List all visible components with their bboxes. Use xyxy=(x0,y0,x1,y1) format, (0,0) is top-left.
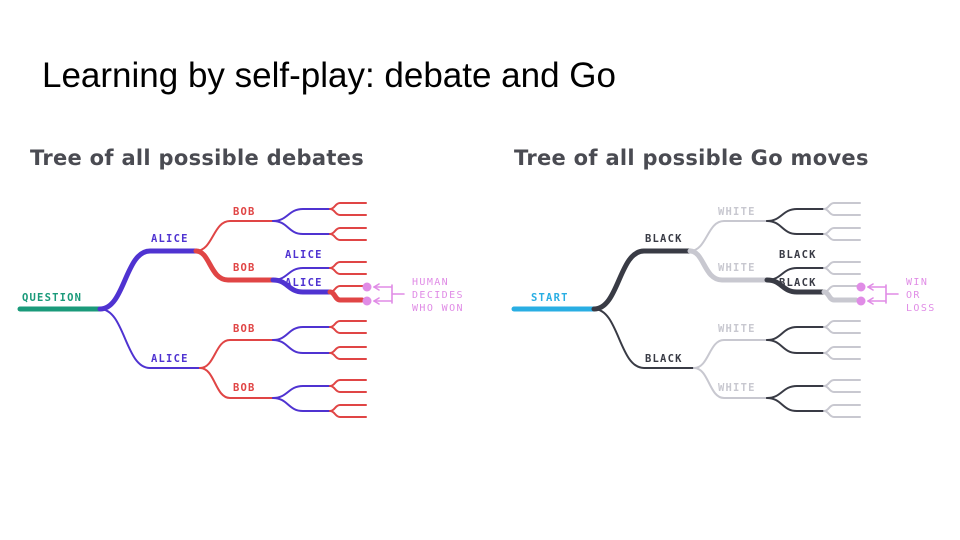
result-dot-1 xyxy=(856,282,866,292)
debate-alice-label-1: ALICE xyxy=(151,233,189,245)
judge-arrows xyxy=(373,284,405,304)
debate-panel-title: Tree of all possible debates xyxy=(30,146,365,170)
go-panel-title: Tree of all possible Go moves xyxy=(514,146,869,170)
judge-note-line-1: HUMAN xyxy=(412,277,449,288)
go-black-label-3: BLACK xyxy=(779,249,817,261)
go-white-label-3: WHITE xyxy=(718,323,756,335)
go-edge-final-bold xyxy=(821,289,859,303)
debate-edge-bob-4 xyxy=(199,367,274,399)
go-black-label-2: BLACK xyxy=(645,353,683,365)
judge-dot-1 xyxy=(362,282,372,292)
debate-root-label: QUESTION xyxy=(22,292,82,304)
go-root-label: START xyxy=(531,292,569,304)
debate-edge-final-bold xyxy=(327,289,365,303)
judge-note-line-2: DECIDES xyxy=(412,290,464,301)
go-black-label-4: BLACK xyxy=(779,277,817,289)
go-edge-white-1 xyxy=(689,220,768,252)
go-white-label-4: WHITE xyxy=(718,382,756,394)
result-note-line-1: WIN xyxy=(906,277,928,288)
go-edge-black-top xyxy=(591,248,693,312)
debate-alice-label-3: ALICE xyxy=(285,249,323,261)
go-edge-black-bottom xyxy=(593,308,695,369)
result-note-line-2: OR xyxy=(906,290,921,301)
result-dot-2 xyxy=(856,296,866,306)
go-tree xyxy=(511,202,899,418)
debate-bob-label-1: BOB xyxy=(233,206,256,218)
debate-edge-alice-bold xyxy=(270,277,333,295)
debate-edge-bob-2 xyxy=(193,248,276,283)
debate-bob-label-2: BOB xyxy=(233,262,256,274)
go-white-label-1: WHITE xyxy=(718,206,756,218)
debate-edge-bob-1 xyxy=(195,220,274,252)
debate-alice-label-2: ALICE xyxy=(151,353,189,365)
debate-edge-alice-top xyxy=(97,248,199,312)
result-arrows xyxy=(867,284,899,304)
go-edge-white-2 xyxy=(687,248,770,283)
judge-dot-2 xyxy=(362,296,372,306)
go-black-label-1: BLACK xyxy=(645,233,683,245)
go-edge-black-bold xyxy=(764,277,827,295)
slide-title: Learning by self-play: debate and Go xyxy=(42,56,616,95)
debate-edge-bob-3 xyxy=(199,339,274,369)
debate-tree xyxy=(17,202,405,418)
go-edge-white-4 xyxy=(693,367,768,399)
debate-bob-label-3: BOB xyxy=(233,323,256,335)
go-edge-white-3 xyxy=(693,339,768,369)
judge-note-line-3: WHO WON xyxy=(412,303,464,314)
debate-alice-label-4: ALICE xyxy=(285,277,323,289)
debate-bob-label-4: BOB xyxy=(233,382,256,394)
go-white-label-2: WHITE xyxy=(718,262,756,274)
debate-edge-alice-bottom xyxy=(99,308,201,369)
result-note-line-3: LOSS xyxy=(906,303,936,314)
